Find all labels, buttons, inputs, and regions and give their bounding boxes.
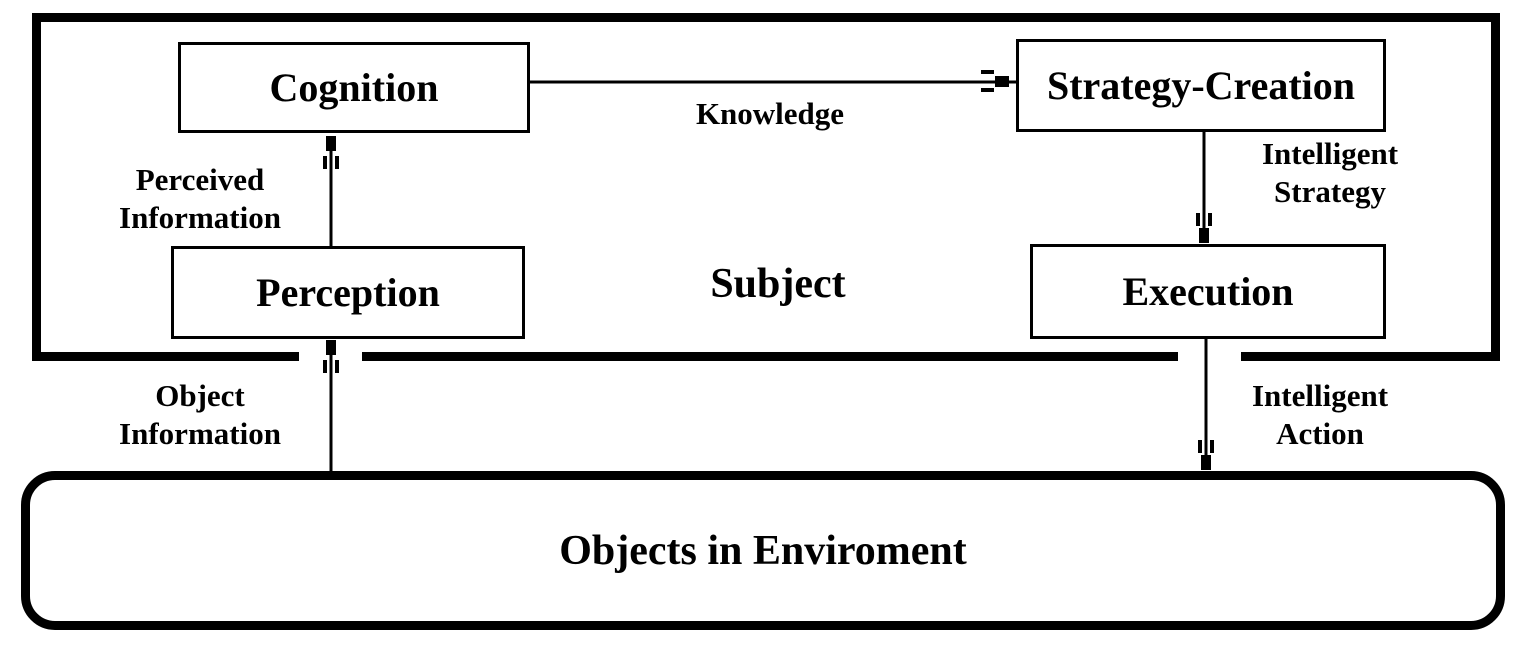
intelligent-strategy-line2: Strategy — [1274, 173, 1386, 209]
cognition-label: Cognition — [269, 65, 439, 110]
object-information-arrow — [323, 340, 339, 471]
intelligent-strategy-arrow — [1196, 126, 1212, 243]
object-information-line2: Information — [119, 415, 281, 451]
perception-box: Perception — [171, 246, 525, 339]
intelligent-action-arrow — [1198, 333, 1214, 470]
perceived-information-line1: Perceived — [135, 162, 265, 197]
environment-label: Objects in Enviroment — [559, 527, 967, 574]
intelligent-strategy-label: Intelligent Strategy — [1262, 135, 1398, 211]
cognition-box: Cognition — [178, 42, 530, 133]
execution-label: Execution — [1122, 269, 1294, 314]
strategy-creation-box: Strategy-Creation — [1016, 39, 1386, 132]
execution-box: Execution — [1030, 244, 1386, 339]
environment-box: Objects in Enviroment — [21, 471, 1505, 630]
perceived-information-label: Perceived Information — [119, 161, 281, 237]
subject-label: Subject — [710, 261, 846, 307]
intelligent-action-label: Intelligent Action — [1252, 377, 1388, 453]
perception-label: Perception — [256, 270, 440, 315]
object-information-line1: Object — [155, 378, 245, 413]
intelligent-action-line2: Action — [1276, 415, 1364, 451]
intelligent-strategy-line1: Intelligent — [1261, 136, 1399, 171]
intelligent-action-line1: Intelligent — [1251, 378, 1389, 413]
perceived-information-arrow — [323, 136, 339, 246]
perceived-information-line2: Information — [119, 199, 281, 235]
knowledge-label: Knowledge — [695, 96, 845, 131]
subject-frame — [32, 13, 1500, 361]
object-information-label: Object Information — [119, 377, 281, 453]
strategy-creation-label: Strategy-Creation — [1046, 63, 1356, 108]
knowledge-arrow — [524, 70, 1016, 92]
